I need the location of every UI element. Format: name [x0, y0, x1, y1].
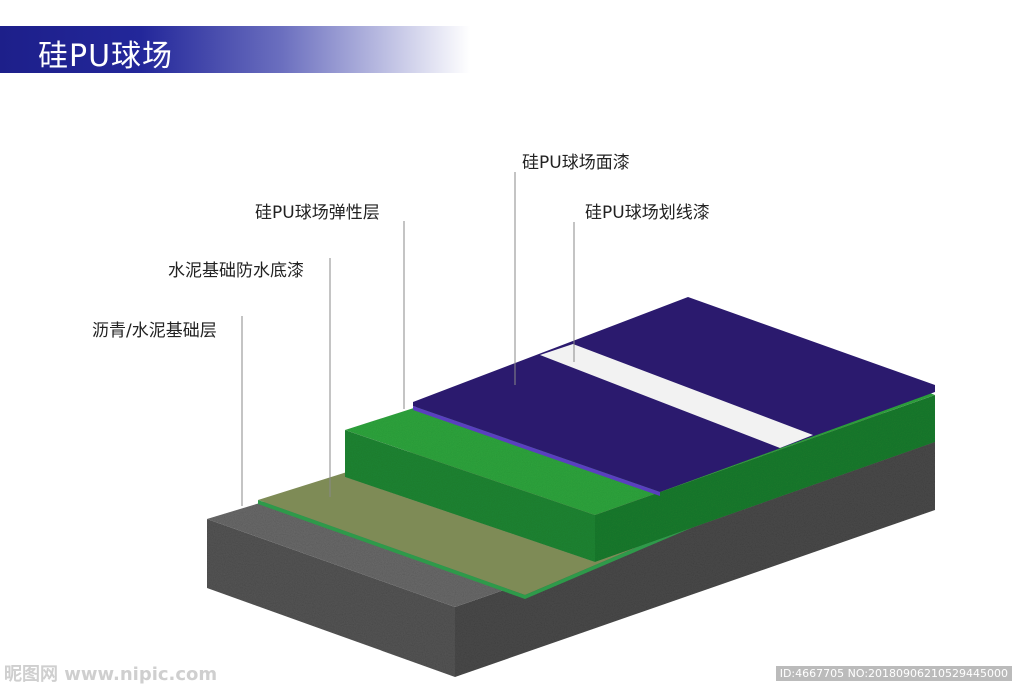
- watermark-site: 昵图网 www.nipic.com: [4, 664, 218, 685]
- label-elastic: 硅PU球场弹性层: [255, 203, 380, 223]
- base-layer-side: [455, 440, 935, 677]
- label-waterproof: 水泥基础防水底漆: [168, 261, 304, 281]
- elastic-layer-front: [345, 430, 595, 562]
- label-topcoat: 硅PU球场面漆: [522, 153, 630, 173]
- label-line-paint: 硅PU球场划线漆: [585, 203, 710, 223]
- title-bar: [0, 26, 470, 73]
- base-layer-front: [207, 519, 455, 677]
- label-base: 沥青/水泥基础层: [92, 321, 217, 341]
- waterproof-layer-edge: [258, 500, 525, 599]
- page-title: 硅PU球场: [38, 39, 174, 74]
- watermark-id: ID:4667705 NO:20180906210529445000: [775, 666, 1012, 681]
- topcoat-edge: [413, 406, 660, 496]
- elastic-layer-side: [595, 395, 935, 562]
- line-paint-stripe: [540, 344, 813, 448]
